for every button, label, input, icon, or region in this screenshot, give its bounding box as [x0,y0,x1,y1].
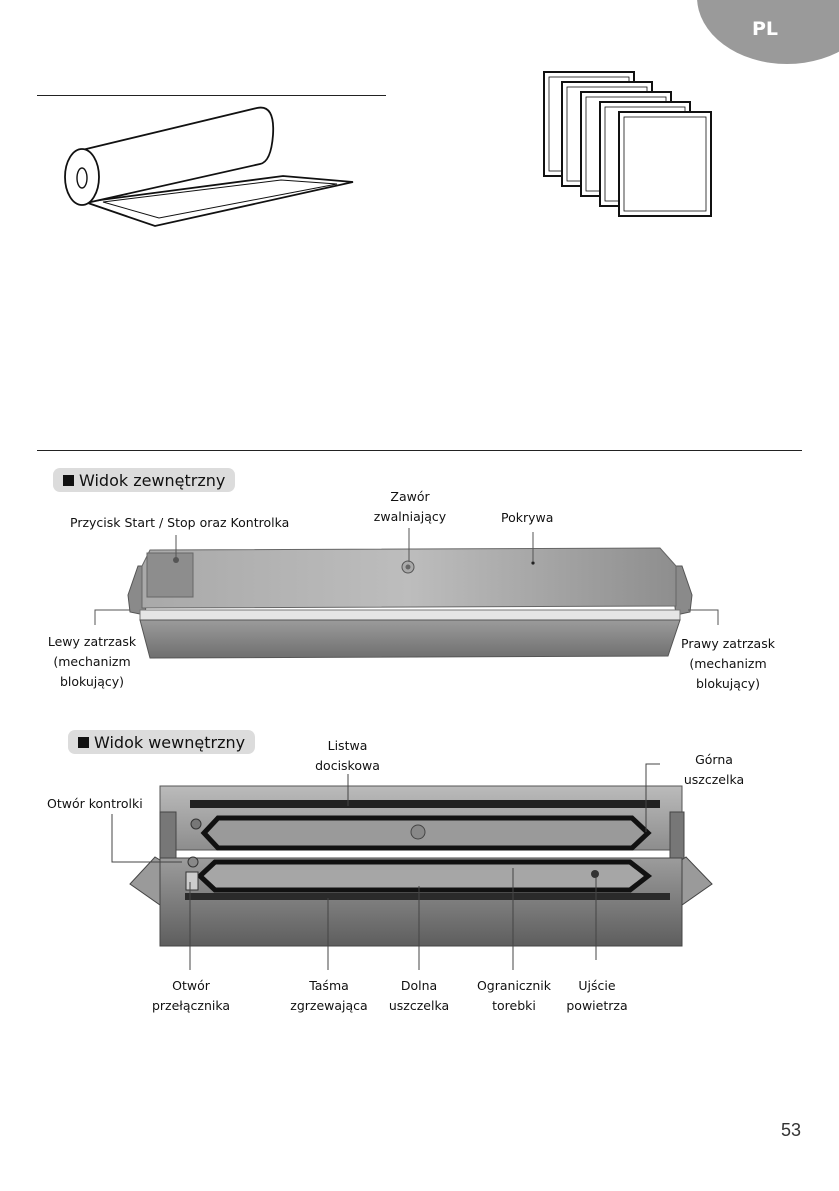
external-view-illustration [94,528,719,659]
top-divider [37,95,386,96]
internal-view-title: Widok wewnętrzny [94,732,246,752]
label-bag-limiter: Ogranicznik torebki [476,978,552,1013]
label-indicator-hole: Otwór kontrolki [47,796,143,811]
film-roll-illustration [64,106,354,227]
square-bullet-icon [78,736,89,748]
internal-view-heading: Widok wewnętrzny [68,730,256,754]
label-upper-gasket: Górna uszczelka [683,752,745,787]
label-left-latch: Lewy zatrzask (mechanizm blokujący) [47,634,137,689]
language-label: PL [752,18,779,40]
label-switch-hole: Otwór przełącznika [151,978,231,1013]
internal-view-illustration [111,763,713,970]
bags-stack-illustration [543,71,712,217]
label-air-outlet: Ujście powietrza [566,978,628,1013]
label-press-bar: Listwa dociskowa [315,738,380,773]
label-release-valve: Zawór zwalniający [373,489,447,524]
label-lower-gasket: Dolna uszczelka [388,978,450,1013]
label-start-stop: Przycisk Start / Stop oraz Kontrolka [70,515,290,530]
label-lid: Pokrywa [501,510,554,525]
square-bullet-icon [63,474,74,486]
label-right-latch: Prawy zatrzask (mechanizm blokujący) [681,636,775,691]
section-divider [37,450,802,451]
external-view-title: Widok zewnętrzny [79,470,226,490]
page-number: 53 [780,1120,801,1140]
label-heating-strip: Taśma zgrzewająca [290,978,368,1013]
external-view-heading: Widok zewnętrzny [53,468,236,492]
